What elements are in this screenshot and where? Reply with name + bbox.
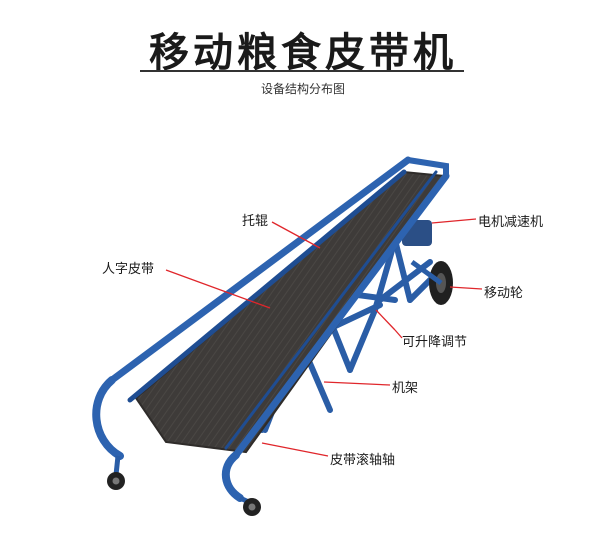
label-idler: 托辊: [242, 214, 269, 229]
label-motor: 电机减速机: [478, 215, 544, 230]
label-belt: 人字皮带: [102, 262, 155, 277]
front-wheels: [107, 455, 261, 516]
label-roller-shaft: 皮带滚轴轴: [330, 453, 396, 468]
title-underline: [140, 70, 464, 72]
diagram-subtitle: 设备结构分布图: [260, 82, 345, 96]
label-wheel: 移动轮: [484, 286, 524, 301]
label-frame: 机架: [392, 381, 419, 396]
label-lift: 可升降调节: [402, 335, 468, 350]
leader-lines: [165, 218, 483, 457]
herringbone-belt: [134, 170, 446, 454]
diagram-title: 移动粮食皮带机: [149, 30, 457, 76]
side-rails: [92, 156, 450, 502]
